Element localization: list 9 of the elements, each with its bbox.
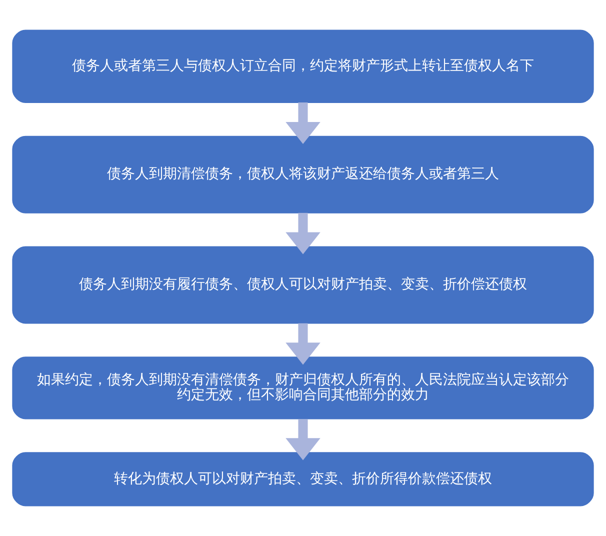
node-box: 债务人到期清偿债务，债权人将该财产返还给债务人或者第三人: [12, 136, 594, 214]
node-box: 如果约定，债务人到期没有清偿债务，财产归债权人所有的、人民法院应当认定该部分约定无效，但不影响合同其他部分的效力: [12, 356, 594, 420]
arrow: [286, 102, 320, 144]
node-box: 转化为债权人可以对财产拍卖、变卖、折价所得价款偿还债权: [12, 452, 594, 506]
arrow: [286, 419, 320, 460]
arrow: [286, 323, 320, 365]
arrow: [286, 212, 320, 254]
node-box: 债务人到期没有履行债务、债权人可以对财产拍卖、变卖、折价偿还债权: [12, 246, 594, 324]
node-box: 债务人或者第三人与债权人订立合同，约定将财产形式上转让至债权人名下: [12, 30, 594, 103]
